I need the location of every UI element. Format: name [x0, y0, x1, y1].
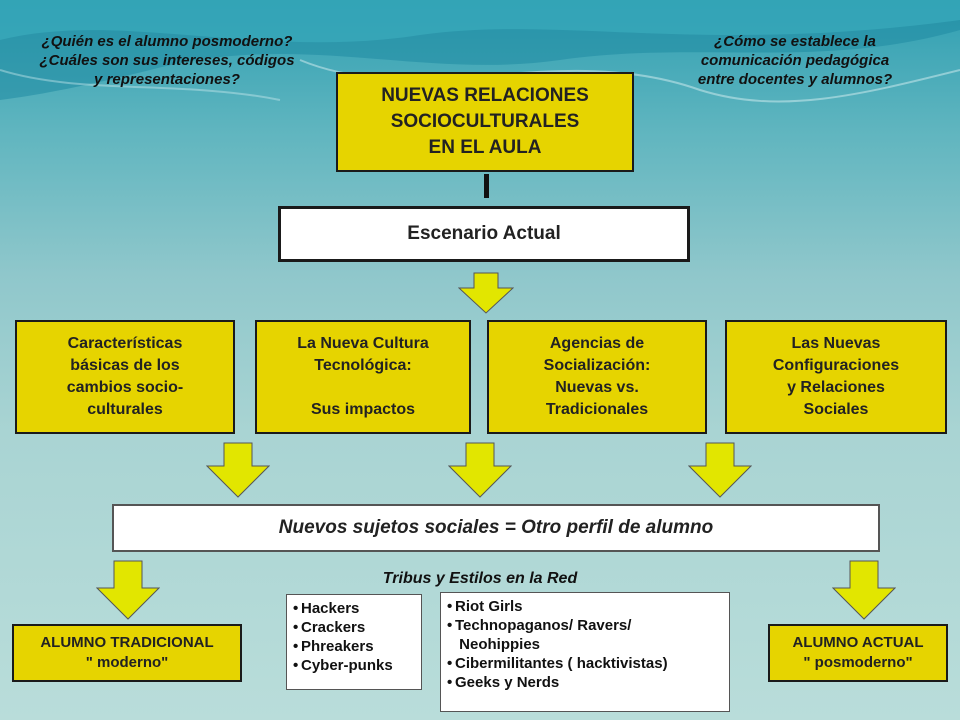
alumno-tradicional-box: ALUMNO TRADICIONAL " moderno"	[12, 624, 242, 682]
down-arrow-icon	[206, 442, 270, 498]
category-agencias-socializacion: Agencias de Socialización: Nuevas vs. Tr…	[487, 320, 707, 434]
connector-line	[484, 174, 489, 198]
list-item: Phreakers	[293, 637, 417, 656]
main-title-box: NUEVAS RELACIONES SOCIOCULTURALES EN EL …	[336, 72, 634, 172]
category-cultura-tecnologica: La Nueva Cultura Tecnológica: Sus impact…	[255, 320, 471, 434]
tribus-title: Tribus y Estilos en la Red	[382, 570, 578, 587]
question-comunicacion-pedagogica: ¿Cómo se establece la comunicación pedag…	[697, 33, 893, 88]
list-item: Cibermilitantes ( hacktivistas)	[447, 654, 725, 673]
list-item-continuation: Neohippies	[455, 636, 541, 653]
down-arrow-icon	[688, 442, 752, 498]
background-wave	[0, 0, 960, 103]
list-item: Hackers	[293, 599, 417, 618]
category-nuevas-configuraciones: Las Nuevas Configuraciones y Relaciones …	[725, 320, 947, 434]
list-item: Riot Girls	[447, 597, 725, 616]
question-alumno-posmoderno: ¿Quién es el alumno posmoderno? ¿Cuáles …	[39, 33, 295, 88]
tribus-list-2: Riot Girls Technopaganos/ Ravers/ Neohip…	[440, 592, 730, 712]
down-arrow-icon	[832, 560, 896, 620]
down-arrow-icon	[458, 272, 514, 314]
escenario-actual-box: Escenario Actual	[278, 206, 690, 262]
down-arrow-icon	[448, 442, 512, 498]
category-caracteristicas: Características básicas de los cambios s…	[15, 320, 235, 434]
down-arrow-icon	[96, 560, 160, 620]
list-item: Geeks y Nerds	[447, 673, 725, 692]
nuevos-sujetos-box: Nuevos sujetos sociales = Otro perfil de…	[112, 504, 880, 552]
alumno-actual-box: ALUMNO ACTUAL " posmoderno"	[768, 624, 948, 682]
list-item: Crackers	[293, 618, 417, 637]
list-item: Cyber-punks	[293, 656, 417, 675]
tribus-list-1: Hackers Crackers Phreakers Cyber-punks	[286, 594, 422, 690]
list-item: Technopaganos/ Ravers/	[447, 616, 725, 635]
